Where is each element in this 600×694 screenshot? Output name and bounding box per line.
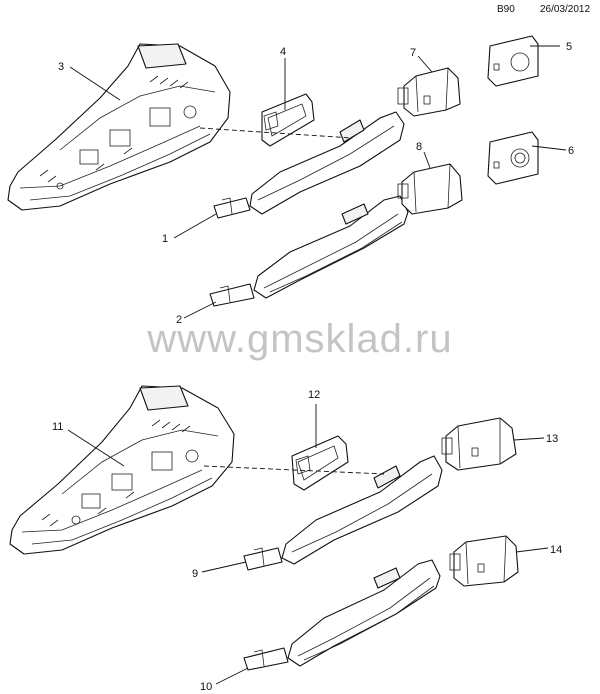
part-8-cylinder-cover <box>397 163 463 215</box>
leader-3 <box>69 66 121 101</box>
part-10-outer-handle-chrome <box>243 559 441 671</box>
part-11-handle-frame <box>9 385 235 555</box>
leader-8 <box>423 151 431 169</box>
alignment-line-top <box>199 127 353 139</box>
leader-7 <box>417 55 433 73</box>
alignment-line-bottom <box>203 465 385 475</box>
callout-10: 10 <box>200 681 212 693</box>
callout-6: 6 <box>568 145 574 157</box>
part-3-handle-frame <box>7 43 231 211</box>
part-6-end-cap-cylinder <box>487 131 539 185</box>
part-9-outer-handle <box>243 455 443 571</box>
callout-7: 7 <box>410 47 416 59</box>
part-4-gasket <box>261 93 315 147</box>
part-1-outer-handle <box>213 111 405 219</box>
leader-9 <box>201 561 247 573</box>
leader-6 <box>531 145 567 151</box>
part-14-end-cap <box>449 535 519 587</box>
part-2-outer-handle-chrome <box>209 195 409 307</box>
callout-8: 8 <box>416 141 422 153</box>
leader-11 <box>67 429 125 467</box>
leader-2 <box>183 301 217 319</box>
callout-5: 5 <box>566 41 572 53</box>
watermark: www.gmsklad.ru <box>146 317 452 361</box>
callout-12: 12 <box>308 389 320 401</box>
diagram-code: B90 <box>497 4 515 15</box>
callout-1: 1 <box>162 233 168 245</box>
callout-13: 13 <box>546 433 558 445</box>
leader-14 <box>515 547 549 553</box>
diagram-date: 26/03/2012 <box>540 4 590 15</box>
callout-14: 14 <box>550 544 562 556</box>
part-13-end-cap <box>441 417 517 471</box>
callout-9: 9 <box>192 568 198 580</box>
part-7-cylinder-cover <box>397 67 461 117</box>
callout-11: 11 <box>52 421 63 433</box>
callout-3: 3 <box>58 61 64 73</box>
leader-10 <box>215 667 249 685</box>
callout-2: 2 <box>176 314 182 326</box>
leader-1 <box>173 213 217 239</box>
callout-4: 4 <box>280 46 286 58</box>
part-12-gasket <box>291 435 349 491</box>
part-5-end-cap-hole <box>487 35 539 87</box>
leader-13 <box>513 437 545 441</box>
